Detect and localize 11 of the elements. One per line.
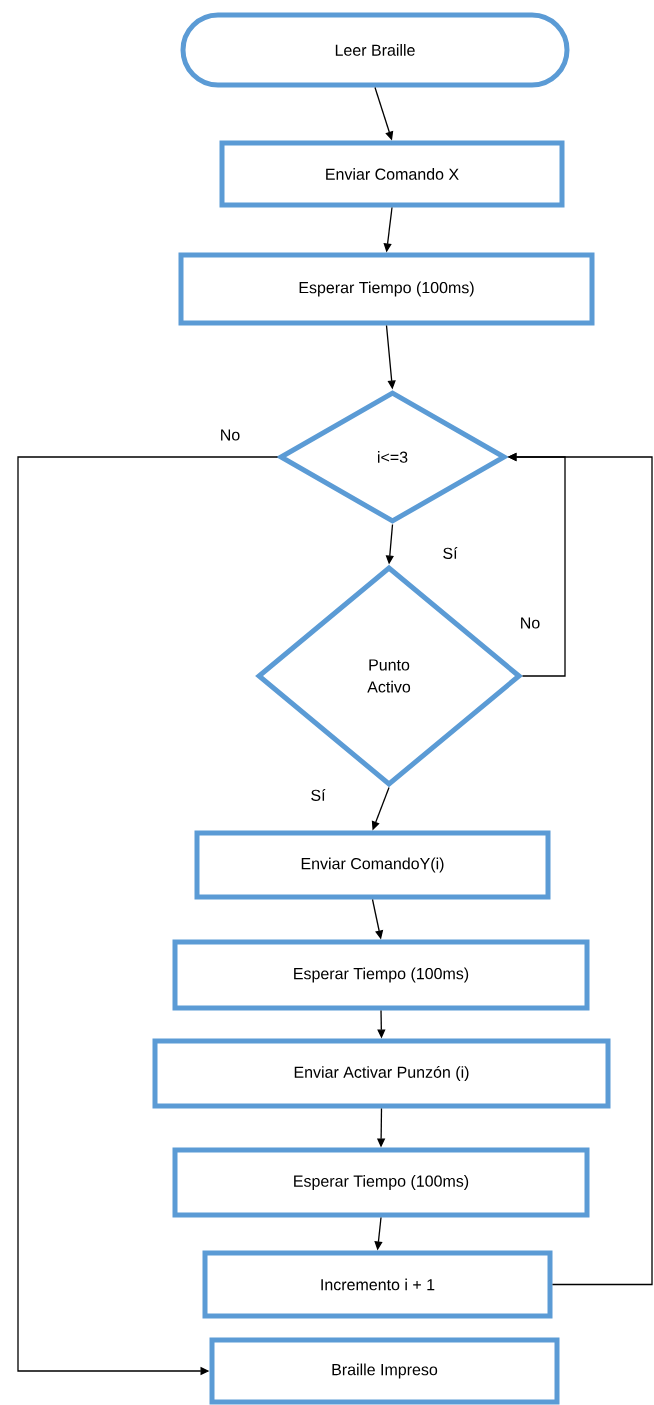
process-box: Enviar Comando X bbox=[219, 140, 565, 208]
edge-label: Sí bbox=[309, 788, 327, 802]
edge-label: Sí bbox=[441, 546, 459, 560]
process-box: Esperar Tiempo (100ms) bbox=[178, 252, 595, 326]
process-box: Braille Impreso bbox=[209, 1337, 560, 1405]
edge-label: No bbox=[218, 428, 242, 442]
process-box: Enviar ComandoY(i) bbox=[194, 830, 551, 900]
process-box: Enviar Activar Punzón (i) bbox=[152, 1038, 611, 1109]
process-box: Incremento i + 1 bbox=[202, 1250, 553, 1319]
process-box: Esperar Tiempo (100ms) bbox=[172, 939, 590, 1011]
process-box: Esperar Tiempo (100ms) bbox=[172, 1147, 590, 1218]
